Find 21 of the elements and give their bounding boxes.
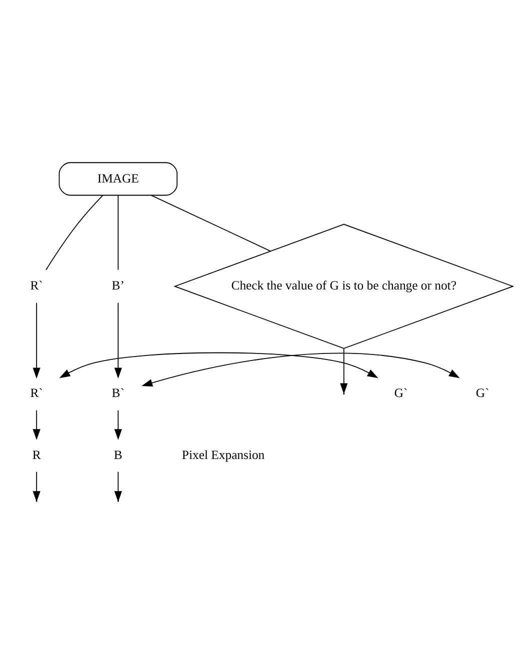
node-text: R` xyxy=(30,386,43,400)
node-text: G` xyxy=(394,386,408,400)
node-text: R xyxy=(32,448,41,462)
arrow xyxy=(340,348,348,394)
node-diamond: Check the value of G is to be change or not? xyxy=(174,224,514,349)
connector xyxy=(46,194,104,270)
arrow xyxy=(32,410,40,440)
arrow xyxy=(142,352,460,387)
connector xyxy=(118,194,119,270)
label: Pixel Expansion xyxy=(182,448,265,462)
node-box: IMAGE xyxy=(58,162,178,196)
connector xyxy=(150,194,272,252)
node-text: B’ xyxy=(112,278,124,293)
arrow xyxy=(32,302,40,379)
node-text: B xyxy=(114,448,122,462)
node-text: R` xyxy=(30,278,43,293)
arrow xyxy=(59,352,378,378)
arrow xyxy=(114,302,122,379)
node-text: B` xyxy=(112,386,124,400)
node-text: G` xyxy=(476,386,490,400)
arrow xyxy=(114,410,122,440)
